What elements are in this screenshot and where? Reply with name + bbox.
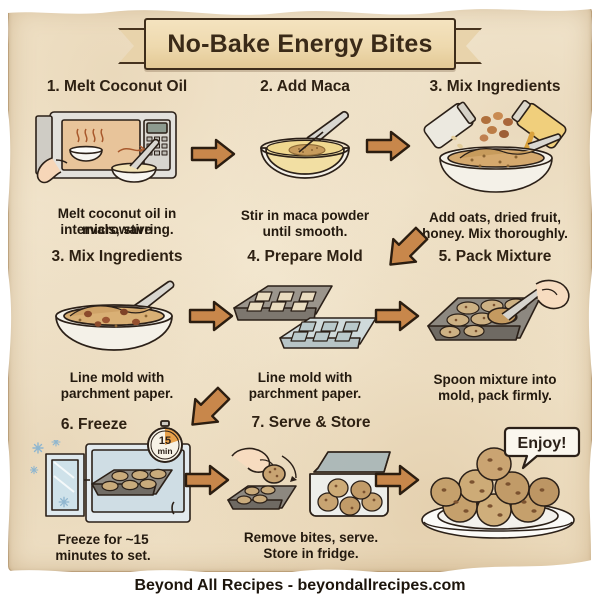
step-panel-3-repeat: 3. Mix Ingredients Li [22,248,212,404]
step-panel-7: 7. Serve & Store [218,414,404,561]
step-panel-4: 4. Prepare Mold Line mold with parchment… [212,248,398,404]
arrow-row2-to-row3 [180,382,236,436]
mixed-dough-bowl-illustration [55,280,175,351]
step-6-caption-line-1: Freeze for ~15 [57,532,149,547]
step-1-caption-line-2: intervals, stirring. [60,222,174,237]
arrow-row2-a-to-b [186,298,236,334]
step-2-title: 2. Add Maca [260,78,350,95]
step-5-caption-line-2: mold, pack firmly. [438,388,552,403]
page-title: No-Bake Energy Bites [167,29,433,58]
step-7-title: 7. Serve & Store [251,414,371,431]
timer-unit: min [157,446,172,456]
step-7-caption-line-2: Store in fridge. [263,546,359,561]
step-1-title: 1. Melt Coconut Oil [46,78,188,95]
microwave-with-bowl-illustration [35,111,177,184]
step-3-title: 3. Mix Ingredients [429,78,561,95]
step-6-title: 6. Freeze [60,416,128,433]
step-2-caption-line-1: Stir in maca powder [240,208,370,223]
arrow-step2-to-step3 [363,128,413,164]
step-3-repeat-caption-line-2: parchment paper. [60,386,174,401]
step-1-caption-line-1: Melt coconut oil in microwave [57,206,177,237]
step-panel-5: 5. Pack Mixture [402,248,588,404]
step-3-caption-line-1: Add oats, dried fruit, [428,210,561,225]
arrow-step7-to-final [372,462,422,498]
arrow-step1-to-step2 [188,136,238,172]
pouring-oats-honey-bowl-illustration [423,100,567,193]
step-4-caption-line-1: Line mold with [257,370,353,385]
step-5-caption-line-1: Spoon mixture into [433,372,557,387]
step-2-caption-line-2: until smooth. [262,224,348,239]
step-panel-3: 3. Mix Ingredients [400,78,590,241]
step-3-caption-line-2: honey. Mix thoroughly. [422,226,568,241]
final-plate-panel [412,430,590,550]
step-panel-2: 2. Add Maca Stir in maca powder until sm… [215,78,395,239]
ribbon-body: No-Bake Energy Bites [144,18,456,70]
timer-badge: 15 min [147,420,183,463]
step-4-title: 4. Prepare Mold [247,248,363,265]
arrow-step3-to-row2 [378,222,434,276]
enjoy-speech-bubble: Enjoy! [503,426,581,470]
step-5-title: 5. Pack Mixture [438,248,552,265]
hand-spooning-into-tray-illustration [427,279,570,341]
arrow-row2-b-to-c [372,298,422,334]
timer-value: 15 [159,435,171,447]
plate-of-energy-bites-illustration [421,447,575,539]
muffin-tray-and-ice-tray-illustration [233,285,377,349]
step-4-caption-line-2: parchment paper. [248,386,362,401]
step-6-caption-line-2: minutes to set. [55,548,151,563]
title-ribbon: No-Bake Energy Bites [118,18,482,70]
enjoy-label: Enjoy! [518,435,567,452]
step-7-caption-line-1: Remove bites, serve. [243,530,379,545]
step-3-repeat-caption-line-1: Line mold with [69,370,165,385]
hand-removing-bite-container-illustration [227,447,391,517]
arrow-step6-to-step7 [182,462,232,498]
step-3-repeat-title: 3. Mix Ingredients [51,248,183,265]
step-panel-1: 1. Melt Coconut Oil [22,78,212,238]
bowl-with-spoon-illustration [260,110,350,179]
footer-credit: Beyond All Recipes - beyondallrecipes.co… [0,572,600,600]
